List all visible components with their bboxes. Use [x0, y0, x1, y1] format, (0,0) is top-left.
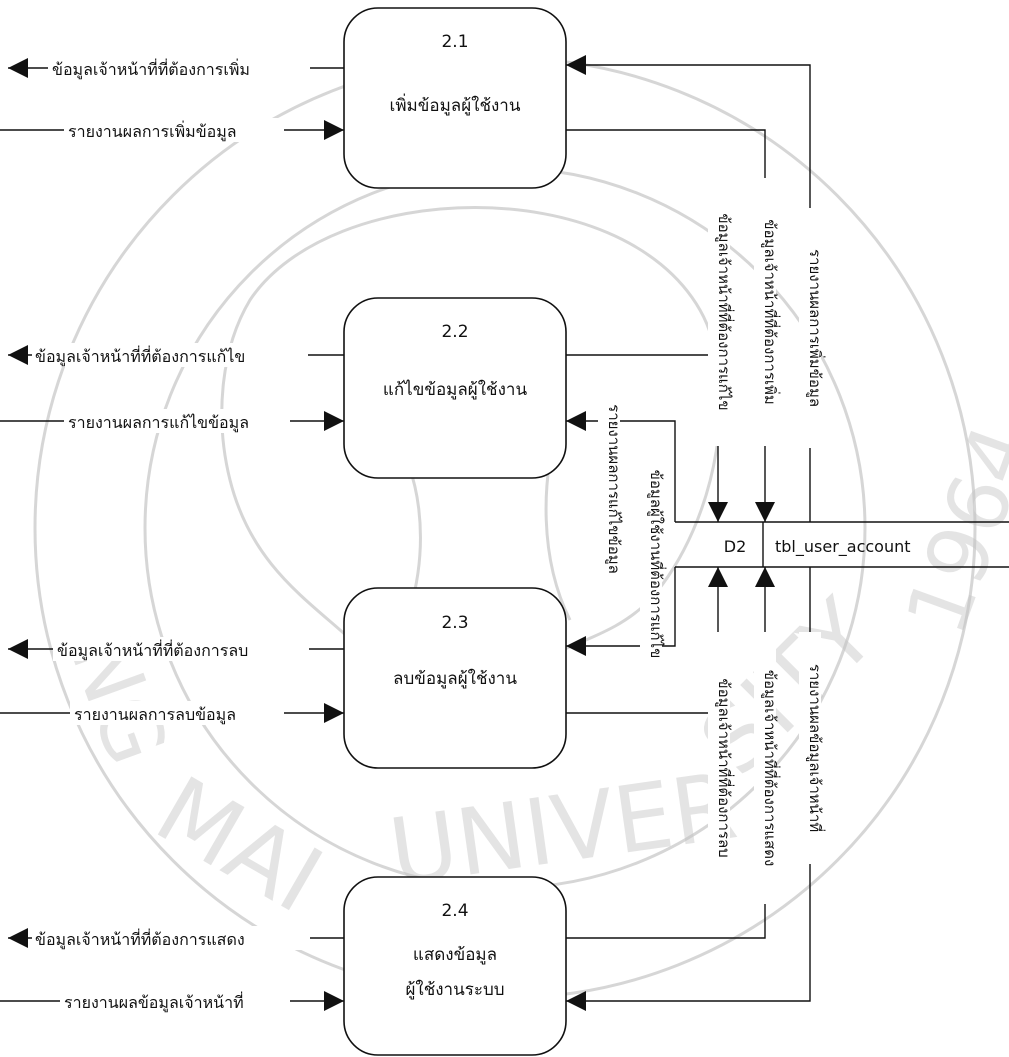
flow-label-vertical: ข้อมูลเจ้าหน้าที่ที่ต้องการลบ: [715, 678, 735, 857]
process-2-4: 2.4 แสดงข้อมูล ผู้ใช้งานระบบ: [343, 876, 567, 1056]
flow-label-vertical: ข้อมูลเจ้าหน้าที่ที่ต้องการเพิ่ม: [761, 219, 781, 405]
process-name-line-1: แสดงข้อมูล: [413, 945, 497, 965]
process-name: เพิ่มข้อมูลผู้ใช้งาน: [390, 93, 521, 116]
flow-label-vertical: ข้อมูลผู้ใช้งานที่ต้องการแก้ไข: [647, 470, 667, 659]
flow-label: รายงานผลข้อมูลเจ้าหน้าที่: [64, 991, 244, 1013]
flow-label-vertical: ข้อมูลเจ้าหน้าที่ที่ต้องการแก้ไข: [715, 213, 735, 410]
flow-label: ข้อมูลเจ้าหน้าที่ที่ต้องการแก้ไข: [35, 345, 245, 367]
process-2-2: 2.2 แก้ไขข้อมูลผู้ใช้งาน: [343, 297, 567, 479]
flow-label: ข้อมูลเจ้าหน้าที่ที่ต้องการลบ: [57, 639, 248, 661]
flow-label-vertical: รายงานผลการแก้ไขข้อมูล: [605, 404, 623, 574]
flow-label-vertical: รายงานผลข้อมูลเจ้าหน้าที่: [806, 664, 826, 832]
flow-label: ข้อมูลเจ้าหน้าที่ที่ต้องการแสดง: [35, 928, 245, 950]
process-name: ลบข้อมูลผู้ใช้งาน: [393, 668, 517, 689]
external-flows: ข้อมูลเจ้าหน้าที่ที่ต้องการเพิ่ม รายงานผ…: [0, 56, 344, 1013]
datastore-name: tbl_user_account: [775, 537, 911, 557]
flow-label: รายงานผลการลบข้อมูล: [74, 705, 236, 725]
flow-label-vertical: รายงานผลการเพิ่มข้อมูล: [806, 249, 826, 407]
watermark-word-mai: MAI: [139, 756, 339, 933]
process-number: 2.1: [441, 32, 468, 52]
process-number: 2.2: [441, 322, 468, 342]
datastore-flows: ข้อมูลเจ้าหน้าที่ที่ต้องการแก้ไข ข้อมูลเ…: [566, 55, 826, 1011]
datastore-d2: D2 tbl_user_account: [675, 521, 1009, 568]
flow-label-vertical: ข้อมูลเจ้าหน้าที่ที่ต้องการแสดง: [761, 670, 781, 867]
process-number: 2.4: [441, 901, 468, 921]
watermark-year: 1964: [887, 412, 1009, 646]
process-name-line-2: ผู้ใช้งานระบบ: [405, 979, 504, 1000]
process-number: 2.3: [441, 613, 468, 633]
process-name: แก้ไขข้อมูลผู้ใช้งาน: [383, 379, 528, 400]
datastore-id: D2: [724, 537, 747, 556]
flow-label: ข้อมูลเจ้าหน้าที่ที่ต้องการเพิ่ม: [52, 58, 250, 80]
flow-label: รายงานผลการแก้ไขข้อมูล: [68, 413, 249, 433]
process-2-1: 2.1 เพิ่มข้อมูลผู้ใช้งาน: [343, 7, 567, 189]
flow-label: รายงานผลการเพิ่มข้อมูล: [68, 120, 237, 142]
process-2-3: 2.3 ลบข้อมูลผู้ใช้งาน: [343, 587, 567, 769]
university-seal-watermark: MAI UNIVER SITY NG 1964: [33, 56, 1009, 1000]
